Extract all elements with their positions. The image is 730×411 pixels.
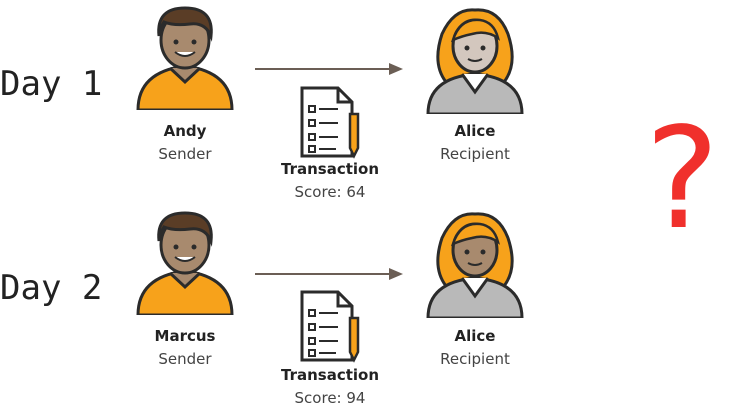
recipient-role: Recipient (440, 350, 510, 368)
sender-avatar-icon (136, 6, 234, 110)
transaction-score: Score: 64 (294, 183, 366, 201)
recipient-name: Alice (454, 122, 496, 140)
transaction-score: Score: 94 (294, 389, 366, 407)
sender-role: Sender (158, 350, 212, 368)
day-1-label: Day 1 (0, 64, 103, 104)
transaction-document-icon (300, 290, 360, 363)
arrow-right-icon (255, 63, 403, 75)
sender-role: Sender (158, 145, 212, 163)
transaction-document-icon (300, 86, 360, 159)
question-mark-icon: ? (645, 98, 720, 261)
transaction-title: Transaction (280, 160, 380, 178)
recipient-role: Recipient (440, 145, 510, 163)
transaction-title: Transaction (280, 366, 380, 384)
sender-name: Marcus (154, 327, 216, 345)
recipient-name: Alice (454, 327, 496, 345)
sender-avatar-icon (136, 211, 234, 315)
recipient-avatar-icon (426, 8, 524, 114)
day-2-label: Day 2 (0, 268, 103, 308)
recipient-avatar-icon (426, 212, 524, 318)
arrow-right-icon (255, 268, 403, 280)
sender-name: Andy (163, 122, 207, 140)
